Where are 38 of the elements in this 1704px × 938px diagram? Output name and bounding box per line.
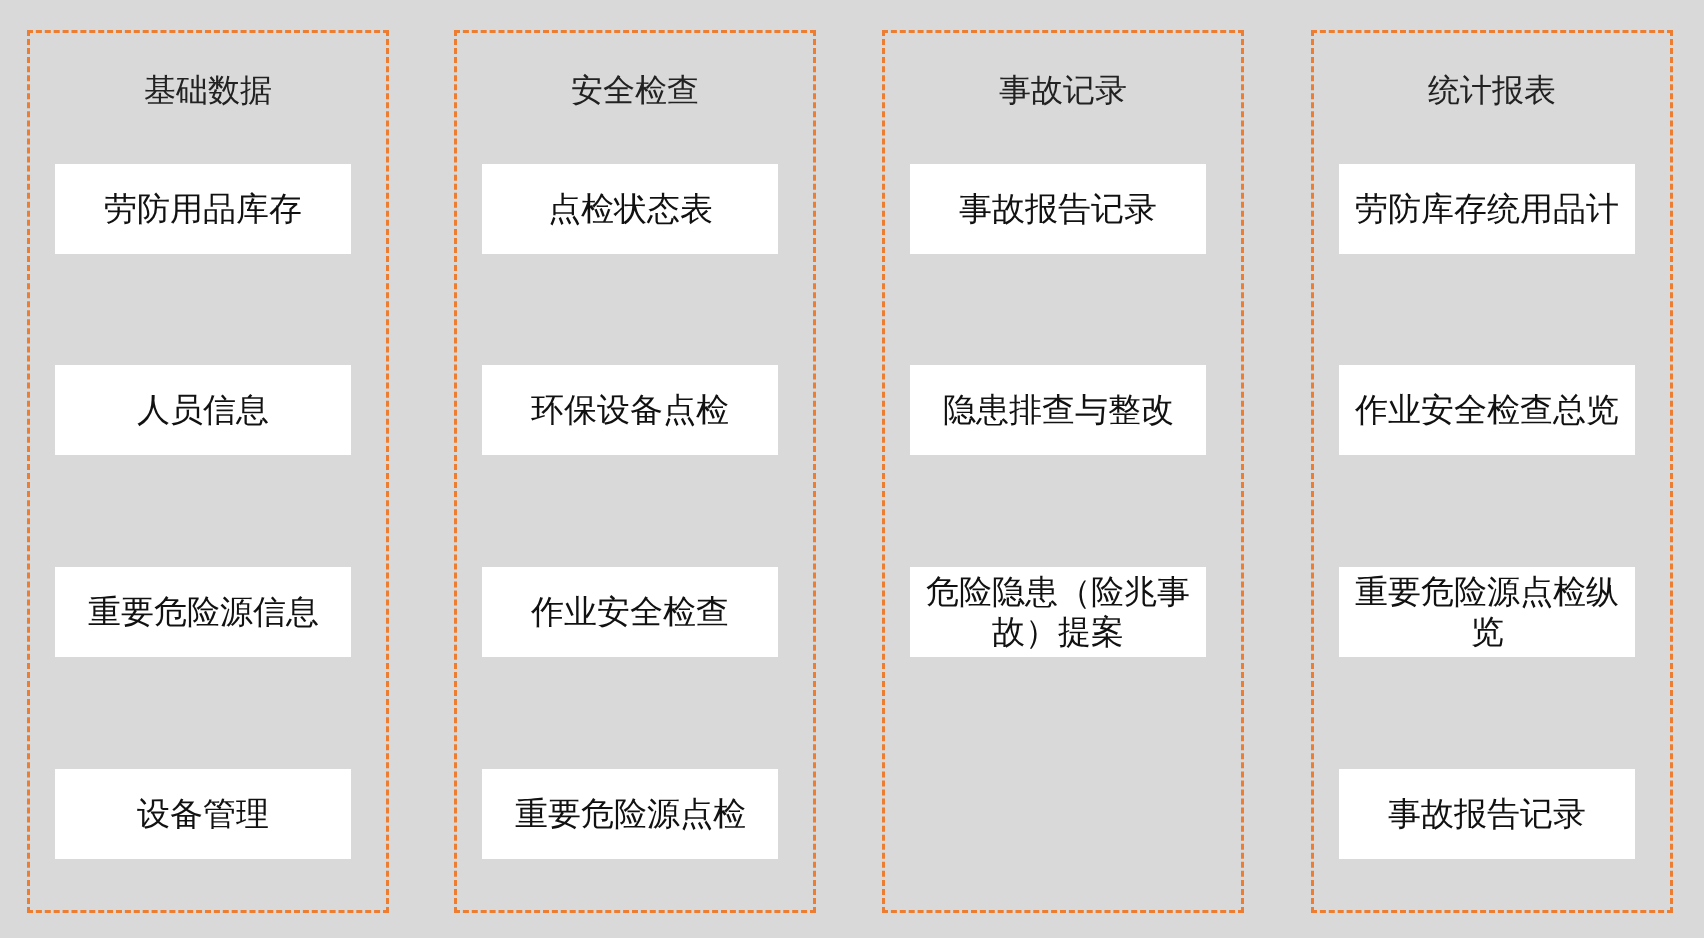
group-heading: 事故记录 xyxy=(999,71,1127,109)
group-heading: 统计报表 xyxy=(1428,71,1556,109)
group-frame xyxy=(1311,30,1673,913)
group-heading: 安全检查 xyxy=(571,71,699,109)
module-label: 事故报告记录 xyxy=(959,189,1157,229)
module-label: 人员信息 xyxy=(137,390,269,430)
module-label: 隐患排查与整改 xyxy=(942,390,1174,430)
group-heading: 基础数据 xyxy=(144,71,272,109)
module-box xyxy=(1339,365,1635,455)
module-label: 劳防用品库存 xyxy=(104,189,302,229)
module-box xyxy=(1339,769,1635,859)
module-box xyxy=(55,164,351,254)
module-label: 作业安全检查 xyxy=(531,592,729,632)
group-frame xyxy=(882,30,1244,913)
module-box xyxy=(55,365,351,455)
group-frame xyxy=(454,30,816,913)
module-label: 重要危险源信息 xyxy=(87,592,319,632)
module-label: 点检状态表 xyxy=(547,189,713,229)
module-box xyxy=(910,365,1206,455)
module-label: 环保设备点检 xyxy=(531,390,729,430)
module-box xyxy=(910,164,1206,254)
module-box xyxy=(482,567,778,657)
module-box xyxy=(482,164,778,254)
module-box xyxy=(55,567,351,657)
module-label: 重要危险源点检纵览 xyxy=(1355,572,1619,652)
module-box xyxy=(1339,567,1635,657)
module-label: 危险隐患（险兆事故）提案 xyxy=(926,572,1190,652)
module-label: 事故报告记录 xyxy=(1388,794,1586,834)
module-label: 劳防库存统用品计 xyxy=(1355,189,1619,229)
module-box xyxy=(482,769,778,859)
module-box xyxy=(910,567,1206,657)
module-label: 重要危险源点检 xyxy=(514,794,746,834)
module-box xyxy=(55,769,351,859)
module-label: 作业安全检查总览 xyxy=(1355,390,1619,430)
module-box xyxy=(482,365,778,455)
module-label: 设备管理 xyxy=(137,794,269,834)
group-frame xyxy=(27,30,389,913)
module-box xyxy=(1339,164,1635,254)
